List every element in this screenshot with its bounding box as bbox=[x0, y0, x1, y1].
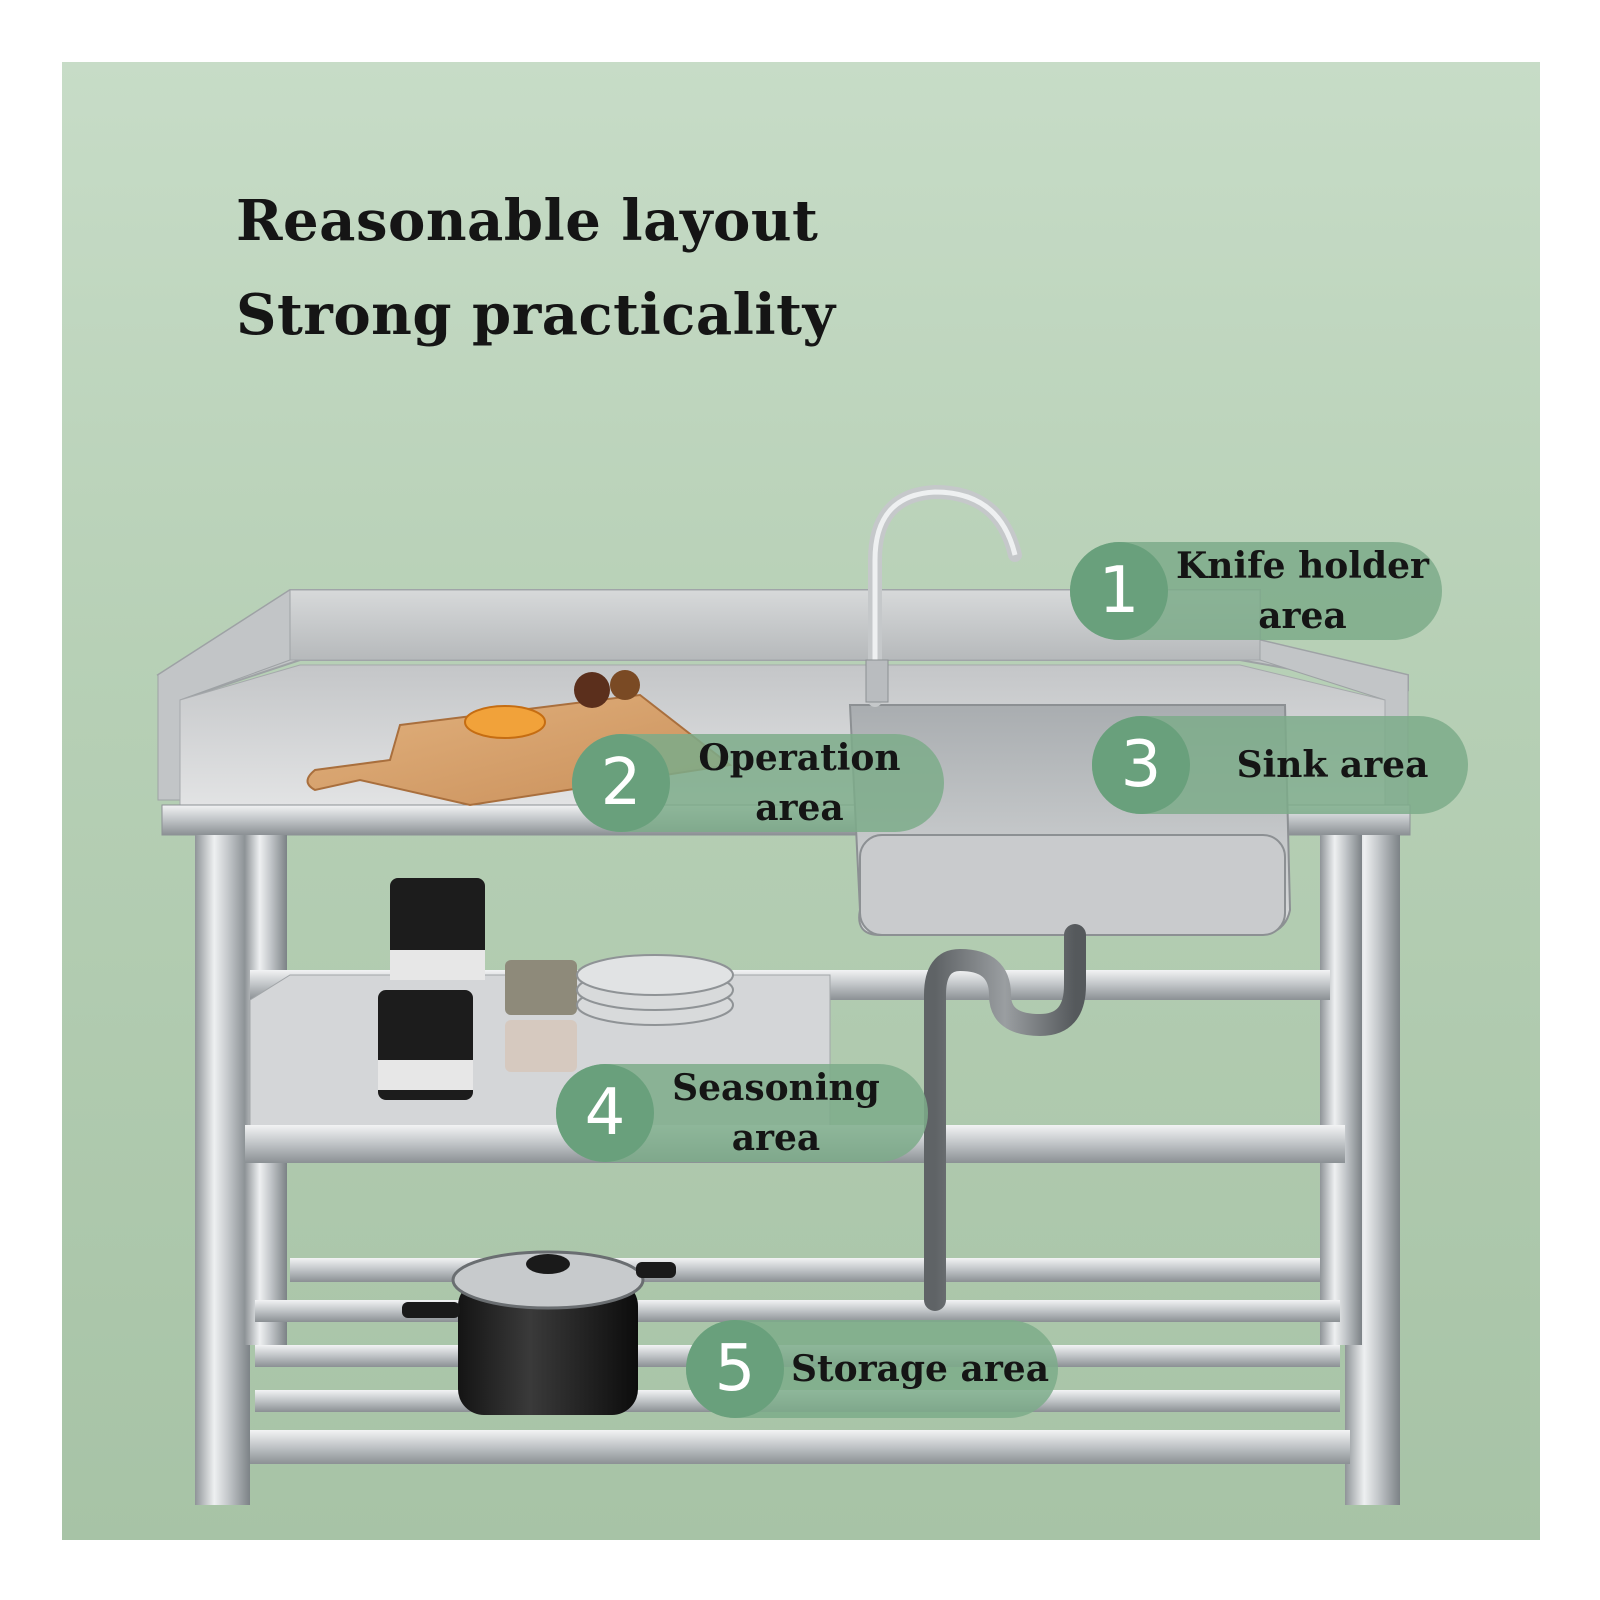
callout-seasoning: 4 Seasoning area bbox=[556, 1064, 928, 1162]
callout-operation: 2 Operation area bbox=[572, 734, 944, 832]
headline-line-2: Strong practicality bbox=[236, 282, 836, 348]
cooking-pot bbox=[458, 1280, 638, 1415]
callout-number-badge: 3 bbox=[1092, 716, 1190, 814]
callout-storage: 5 Storage area bbox=[686, 1320, 1058, 1418]
leg-front-left bbox=[195, 835, 250, 1505]
drain-pipe bbox=[924, 924, 1086, 1311]
callout-number-badge: 2 bbox=[572, 734, 670, 832]
callout-label: Storage area bbox=[790, 1348, 1050, 1390]
callout-number-badge: 5 bbox=[686, 1320, 784, 1418]
callout-label: Knife holder area bbox=[1176, 545, 1429, 637]
callout-knife-holder: 1 Knife holder area bbox=[1070, 542, 1442, 640]
callout-sink: 3 Sink area bbox=[1092, 716, 1468, 814]
callout-number-badge: 1 bbox=[1070, 542, 1168, 640]
callout-number-badge: 4 bbox=[556, 1064, 654, 1162]
callout-label: Operation area bbox=[698, 737, 901, 829]
callout-label: Seasoning area bbox=[672, 1067, 880, 1159]
headline-line-1: Reasonable layout bbox=[236, 188, 819, 254]
callout-label: Sink area bbox=[1236, 744, 1429, 786]
